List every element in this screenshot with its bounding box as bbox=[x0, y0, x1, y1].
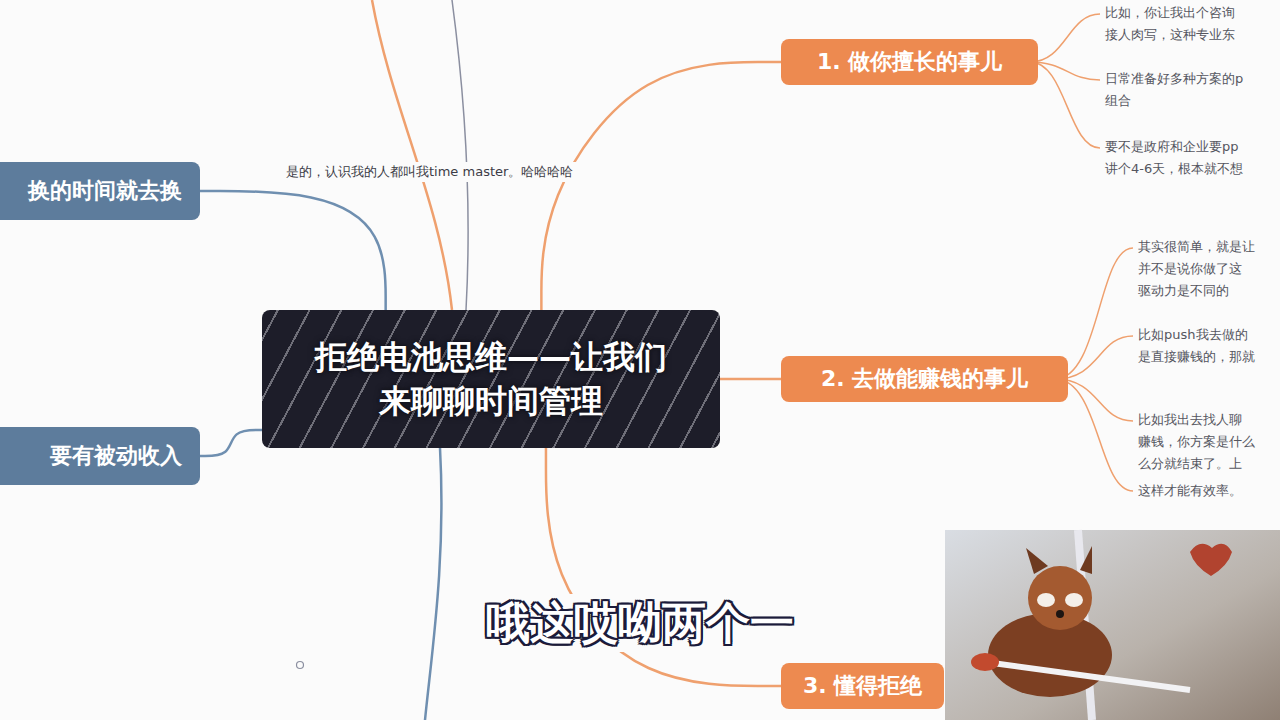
branch-box: 换的时间就去换 bbox=[0, 162, 200, 220]
node-text: 2. 去做能赚钱的事儿 bbox=[821, 364, 1028, 394]
note-text: 其实很简单，就是让 并不是说你做了这 驱动力是不同的 bbox=[1138, 236, 1263, 302]
red-object bbox=[971, 653, 999, 671]
branch-box: 要有被动收入 bbox=[0, 427, 200, 485]
branch-connector bbox=[200, 191, 386, 310]
branch-connector bbox=[720, 378, 781, 381]
note-text: 比如，你让我出个咨询 接人肉写，这种专业东 bbox=[1105, 2, 1243, 46]
branch-connector bbox=[541, 62, 781, 310]
stick bbox=[985, 662, 1190, 690]
panda-head bbox=[1028, 566, 1092, 630]
panda-nose bbox=[1056, 610, 1064, 618]
video-thumbnail bbox=[945, 530, 1280, 720]
branch-note: 是的，认识我的人都叫我time master。哈哈哈哈 bbox=[283, 162, 576, 182]
panda-ear bbox=[1026, 548, 1048, 574]
dot-marker bbox=[297, 662, 304, 669]
note-text: 这样才能有效率。 bbox=[1138, 480, 1263, 502]
panda-face-patch bbox=[1037, 593, 1055, 607]
node-text: 拒绝电池思维——让我们 来聊聊时间管理 bbox=[262, 335, 720, 423]
note-text: 日常准备好多种方案的p 组合 bbox=[1105, 68, 1243, 112]
node-text: 要有被动收入 bbox=[12, 441, 182, 471]
video-subtitle: 哦这哎呦两个一 bbox=[478, 594, 802, 652]
note-text: 比如push我去做的 是直接赚钱的，那就 bbox=[1138, 324, 1273, 368]
panda-face-patch bbox=[1065, 593, 1083, 607]
node-text: 3. 懂得拒绝 bbox=[803, 671, 922, 701]
panda-ear bbox=[1080, 546, 1092, 574]
thumbnail-ground bbox=[945, 530, 1280, 720]
leader-line bbox=[1030, 14, 1100, 62]
leader-line bbox=[1030, 62, 1100, 148]
branch-box: 1. 做你擅长的事儿 bbox=[781, 39, 1038, 85]
branch-box: 2. 去做能赚钱的事儿 bbox=[781, 356, 1068, 402]
branch-box: 3. 懂得拒绝 bbox=[781, 663, 944, 709]
central-topic: 拒绝电池思维——让我们 来聊聊时间管理 bbox=[262, 310, 720, 448]
note-text: 比如我出去找人聊 赚钱，你方案是什么 么分就结束了。上 bbox=[1138, 409, 1263, 475]
branch-line bbox=[452, 0, 468, 310]
node-text: 1. 做你擅长的事儿 bbox=[817, 47, 1002, 77]
branch-connector bbox=[200, 430, 262, 456]
branch-line bbox=[425, 448, 441, 720]
node-text: 换的时间就去换 bbox=[12, 176, 182, 206]
note-text: 要不是政府和企业要pp 讲个4-6天，根本就不想 bbox=[1105, 136, 1261, 180]
red-object bbox=[1190, 544, 1232, 576]
